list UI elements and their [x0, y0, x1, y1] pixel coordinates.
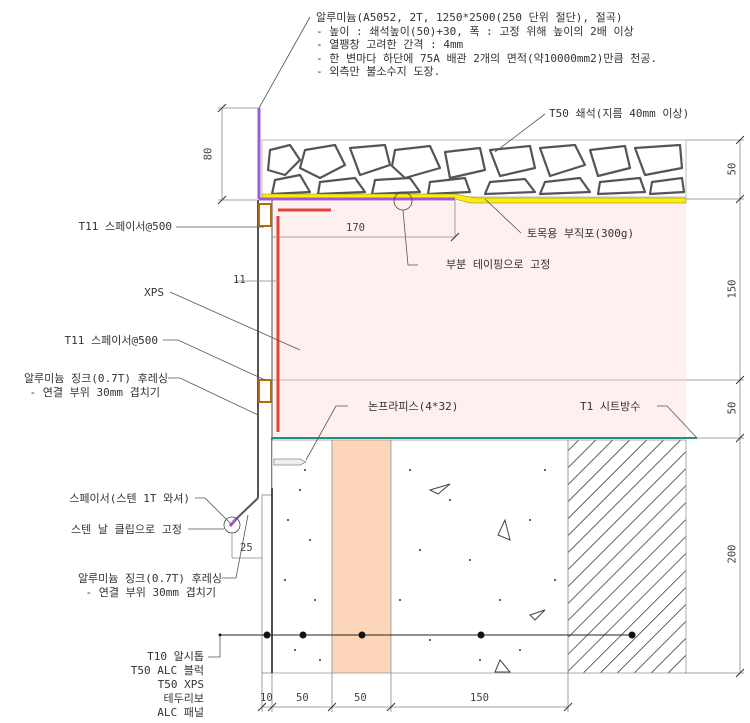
note-line: - 열팽창 고려한 간격 : 4mm — [316, 38, 464, 51]
label-zinc-flashing-2-note: - 연결 부위 30mm 겹치기 — [85, 586, 216, 599]
layer-label: T50 ALC 블럭 — [130, 664, 204, 677]
label-zinc-flashing-1-note: - 연결 부위 30mm 겹치기 — [29, 386, 160, 399]
dim-bottom-10: 10 — [260, 692, 273, 704]
label-zinc-flashing-1: 알루미늄 징크(0.7T) 후레싱 — [23, 372, 168, 385]
layer-label: 테두리보 — [163, 692, 204, 705]
spacer-bottom — [258, 379, 272, 403]
layer-label: ALC 패널 — [157, 706, 204, 719]
label-nonpra-nail: 논프라피스(4*32) — [368, 400, 459, 413]
label-gravel: T50 쇄석(지름 40mm 이상) — [549, 107, 690, 120]
masonry-hatch — [567, 439, 687, 674]
dim-170: 170 — [346, 222, 365, 234]
label-clip: 스텐 날 클립으로 고정 — [71, 523, 182, 536]
dim-25: 25 — [240, 542, 253, 554]
note-line: - 한 변마다 하단에 75A 배관 2개의 면적(약10000mm2)만큼 천… — [316, 51, 658, 65]
label-spacer-top: T11 스페이서@500 — [78, 220, 172, 233]
dimension-lines — [218, 107, 744, 712]
xps-insulation — [272, 202, 686, 438]
gravel-layer — [261, 139, 687, 198]
layer-label: T50 XPS — [157, 678, 204, 691]
label-geotextile: 토목용 부직포(300g) — [527, 227, 635, 240]
dim-bottom-150: 150 — [470, 692, 489, 704]
dim-bottom-50-b: 50 — [354, 692, 367, 704]
note-line: - 외측만 불소수지 도장. — [316, 65, 441, 78]
nonpra-nail — [273, 458, 307, 466]
concrete-stipple — [281, 459, 556, 661]
dimension-ticks — [217, 103, 745, 712]
dim-right-50-bottom: 50 — [726, 401, 739, 415]
dim-bottom-50-a: 50 — [296, 692, 309, 704]
leader-lines — [163, 16, 698, 658]
label-spacer-bottom: T11 스페이서@500 — [64, 334, 158, 347]
spacer-top — [258, 203, 272, 227]
dim-right-200: 200 — [726, 544, 739, 564]
dim-right-50-top: 50 — [726, 162, 739, 176]
label-taping: 부분 테이핑으로 고정 — [446, 258, 551, 271]
dim-right-150: 150 — [726, 279, 739, 299]
label-washer-spacer: 스페이서(스텐 1T 와셔) — [69, 492, 190, 505]
aluminum-angle — [257, 108, 455, 201]
dim-left-height: 80 — [202, 147, 215, 161]
layer-label: T10 알시톱 — [147, 650, 204, 663]
note-line: - 높이 : 쇄석높이(50)+30, 폭 : 고정 위해 높이의 2배 이상 — [316, 24, 634, 38]
label-zinc-flashing-2: 알루미늄 징크(0.7T) 후레싱 — [77, 572, 222, 585]
altop-layer — [261, 494, 273, 674]
label-xps: XPS — [144, 286, 164, 299]
label-sheet-waterproof: T1 시트방수 — [580, 400, 641, 413]
dim-11: 11 — [233, 274, 246, 286]
note-line: 알루미늄(A5052, 2T, 1250*2500(250 단위 절단), 절곡… — [316, 11, 623, 24]
aluminum-spec-note: 알루미늄(A5052, 2T, 1250*2500(250 단위 절단), 절곡… — [316, 11, 657, 79]
